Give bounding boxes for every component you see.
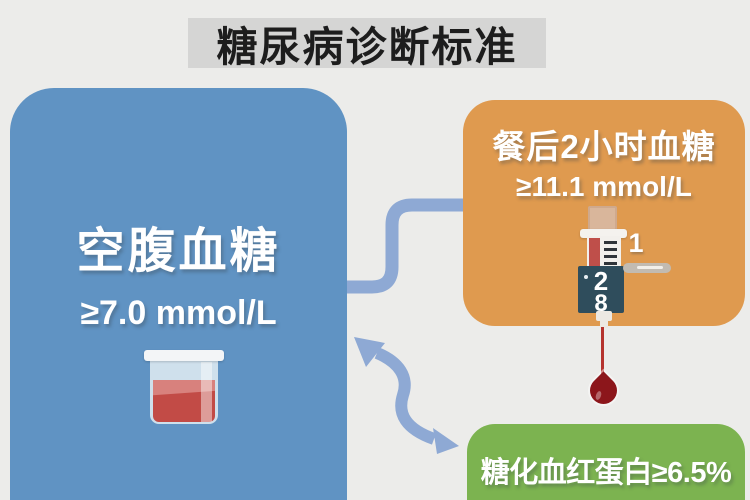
double-headed-arrow-icon [354, 337, 459, 454]
beaker-blood-liquid [153, 380, 215, 422]
postprandial-glucose-value: ≥11.1 mmol/L [516, 171, 692, 202]
fasting-glucose-heading: 空腹血糖 [76, 225, 281, 278]
glucometer-digit-mid: 2 [593, 266, 609, 296]
page-title: 糖尿病诊断标准 [216, 24, 518, 70]
postprandial-glucose-heading: 餐后2小时血糖 [492, 128, 716, 165]
beaker-rim [144, 350, 224, 361]
glucometer-indicator-dot [584, 275, 588, 279]
dropper-tip [600, 320, 608, 328]
syringe-scale-tick [604, 262, 617, 265]
beaker-glass-highlight [201, 362, 212, 422]
syringe-scale-tick [604, 255, 617, 258]
fasting-glucose-card: 空腹血糖 ≥7.0 mmol/L [10, 88, 347, 500]
postprandial-glucose-card: 餐后2小时血糖 ≥11.1 mmol/L 1 2 8 [463, 100, 745, 326]
syringe-blood-column [589, 238, 600, 267]
beaker-icon [144, 350, 224, 426]
beaker-glass [150, 360, 218, 424]
syringe-scale-tick [604, 248, 617, 251]
glucometer-body: 2 8 [578, 266, 624, 317]
glucometer-digit-top: 1 [628, 228, 644, 258]
dropper-nozzle [596, 311, 612, 321]
pipe-connector-icon [347, 198, 463, 294]
title-bar: 糖尿病诊断标准 [188, 18, 546, 70]
glucometer-digit-bottom: 8 [594, 290, 608, 317]
blood-stream-line [601, 327, 604, 379]
hba1c-label: 糖化血红蛋白≥6.5% [480, 457, 732, 489]
syringe-flange [580, 229, 627, 238]
hba1c-card: 糖化血红蛋白≥6.5% [467, 424, 745, 500]
fasting-glucose-value: ≥7.0 mmol/L [80, 294, 277, 332]
test-strip-slot [637, 266, 663, 269]
glucometer-syringe-icon: 1 2 8 [463, 100, 745, 326]
syringe-plunger [588, 206, 617, 233]
syringe-scale-tick [604, 241, 617, 244]
syringe-barrel [587, 236, 621, 268]
